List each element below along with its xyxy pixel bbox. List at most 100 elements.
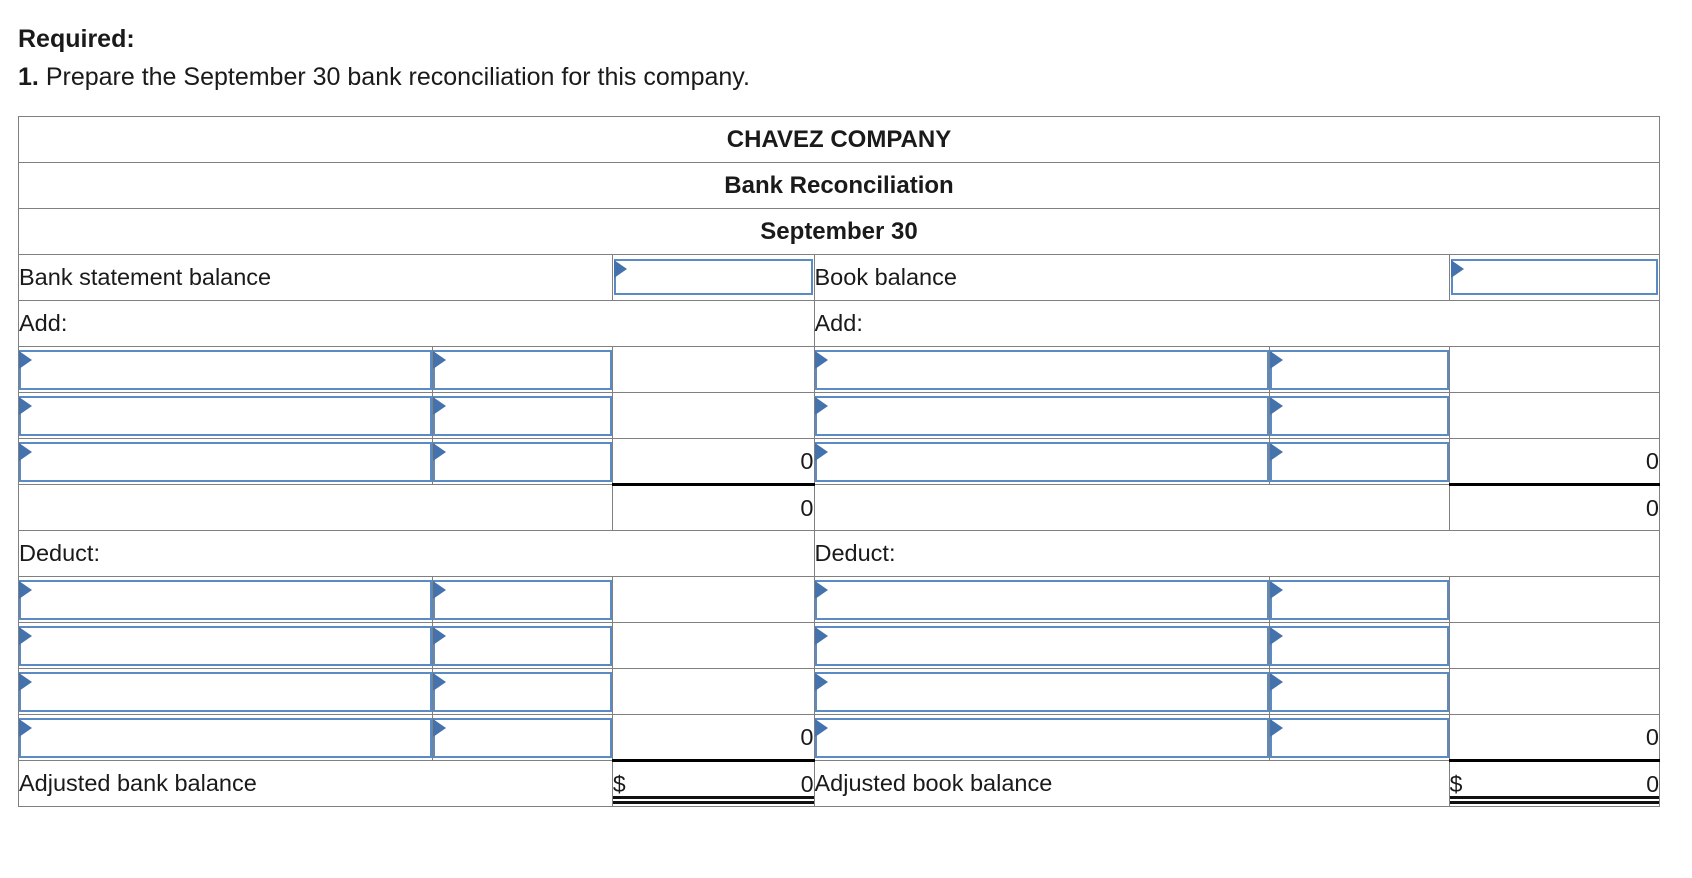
right-deduct-4-amount-input[interactable] (1269, 717, 1449, 758)
left-deduct-4-amount-input[interactable] (433, 717, 612, 758)
right-deduct-3-amount-cell[interactable] (1268, 668, 1450, 715)
left-deduct-3-desc-cell[interactable] (17, 668, 434, 715)
left-add-label: Add: (18, 300, 815, 347)
left-add-subtotal-spacer (18, 484, 613, 531)
left-deduct-2-amount-cell[interactable] (432, 622, 613, 669)
right-deduct-3-desc-cell[interactable] (813, 668, 1270, 715)
adjusted-book-balance-label: Adjusted book balance (813, 760, 1450, 807)
prompt-block: Required: 1. Prepare the September 30 ba… (0, 0, 1692, 94)
left-add-1-amount-cell[interactable] (432, 346, 613, 393)
right-deduct-1-total (1448, 576, 1661, 623)
left-deduct-1-desc-cell[interactable] (17, 576, 434, 623)
right-deduct-1-desc-cell[interactable] (813, 576, 1270, 623)
right-add-3-desc-input[interactable] (814, 441, 1269, 482)
right-deduct-4-amount-cell[interactable] (1268, 714, 1450, 761)
adjusted-book-balance-value: 0 (1646, 770, 1659, 797)
deduct-row (17, 622, 1661, 669)
left-add-1-desc-cell[interactable] (17, 346, 434, 393)
right-deduct-3-amount-input[interactable] (1269, 671, 1449, 712)
deduct-label-row: Deduct: Deduct: (18, 530, 1660, 577)
book-balance-input-cell[interactable] (1448, 254, 1661, 301)
right-deduct-3-desc-input[interactable] (814, 671, 1269, 712)
add-row: 0 0 (17, 438, 1661, 486)
right-deduct-label: Deduct: (813, 530, 1660, 577)
right-add-3-amount-cell[interactable] (1268, 438, 1450, 485)
table-header-company-row: CHAVEZ COMPANY (18, 116, 1660, 163)
right-deduct-1-amount-input[interactable] (1269, 579, 1449, 620)
right-add-1-total (1448, 346, 1661, 393)
left-deduct-3-amount-input[interactable] (433, 671, 612, 712)
left-add-3-amount-input[interactable] (433, 441, 612, 482)
right-add-2-desc-input[interactable] (814, 395, 1269, 436)
left-add-2-desc-input[interactable] (19, 395, 433, 436)
left-deduct-1-total (611, 576, 815, 623)
add-row (17, 346, 1661, 393)
left-add-1-desc-input[interactable] (19, 349, 433, 390)
right-add-2-amount-input[interactable] (1269, 395, 1449, 436)
add-row (17, 392, 1661, 439)
right-add-2-amount-cell[interactable] (1268, 392, 1450, 439)
left-add-2-amount-cell[interactable] (432, 392, 613, 439)
left-deduct-1-desc-input[interactable] (19, 579, 433, 620)
right-deduct-2-amount-cell[interactable] (1268, 622, 1450, 669)
book-balance-input[interactable] (1450, 259, 1658, 295)
adjusted-balance-row: Adjusted bank balance $ 0 Adjusted book … (18, 760, 1661, 807)
right-add-1-desc-cell[interactable] (813, 346, 1270, 393)
right-deduct-4-total: 0 (1448, 714, 1661, 762)
header-statement-title: Bank Reconciliation (18, 162, 1660, 209)
right-deduct-2-desc-cell[interactable] (813, 622, 1270, 669)
right-add-subtotal-spacer (813, 484, 1450, 531)
left-add-3-amount-cell[interactable] (432, 438, 613, 485)
right-add-3-amount-input[interactable] (1269, 441, 1449, 482)
right-add-1-amount-cell[interactable] (1268, 346, 1450, 393)
right-deduct-1-desc-input[interactable] (814, 579, 1269, 620)
left-deduct-2-desc-cell[interactable] (17, 622, 434, 669)
left-deduct-4-desc-cell[interactable] (17, 714, 434, 761)
left-deduct-label: Deduct: (18, 530, 815, 577)
left-deduct-2-desc-input[interactable] (19, 625, 433, 666)
right-deduct-1-amount-cell[interactable] (1268, 576, 1450, 623)
right-add-1-desc-input[interactable] (814, 349, 1269, 390)
adjusted-bank-balance-value-cell: $ 0 (611, 760, 815, 807)
right-deduct-4-desc-cell[interactable] (813, 714, 1270, 761)
adjusted-book-balance-value-cell: $ 0 (1448, 760, 1661, 807)
bank-statement-balance-label: Bank statement balance (18, 254, 613, 301)
adjusted-bank-balance-label: Adjusted bank balance (18, 760, 613, 807)
left-add-3-desc-cell[interactable] (17, 438, 434, 485)
adjusted-bank-balance-currency: $ (612, 770, 626, 797)
adjusted-bank-balance-value: 0 (800, 770, 814, 797)
book-balance-label: Book balance (813, 254, 1450, 301)
left-deduct-2-total (611, 622, 815, 669)
left-deduct-1-amount-cell[interactable] (432, 576, 613, 623)
left-deduct-4-total: 0 (611, 714, 815, 762)
right-deduct-4-desc-input[interactable] (814, 717, 1269, 758)
left-deduct-4-desc-input[interactable] (19, 717, 433, 758)
right-add-subtotal: 0 (1448, 484, 1661, 531)
right-add-3-desc-cell[interactable] (813, 438, 1270, 485)
right-add-1-amount-input[interactable] (1269, 349, 1449, 390)
table-header-date-row: September 30 (18, 208, 1660, 255)
left-add-1-amount-input[interactable] (433, 349, 612, 390)
left-deduct-3-desc-input[interactable] (19, 671, 433, 712)
deduct-row: 0 0 (17, 714, 1661, 762)
left-deduct-3-amount-cell[interactable] (432, 668, 613, 715)
required-label: Required: (18, 25, 135, 53)
left-add-3-desc-input[interactable] (19, 441, 433, 482)
right-add-3-total: 0 (1448, 438, 1661, 486)
bank-reconciliation-table-wrapper: CHAVEZ COMPANY Bank Reconciliation Septe… (17, 116, 1661, 807)
right-deduct-2-amount-input[interactable] (1269, 625, 1449, 666)
right-add-2-desc-cell[interactable] (813, 392, 1270, 439)
add-label-row: Add: Add: (18, 300, 1660, 347)
add-subtotal-row: 0 0 (18, 484, 1661, 531)
left-add-2-total (611, 392, 815, 439)
left-deduct-4-amount-cell[interactable] (432, 714, 613, 761)
left-deduct-1-amount-input[interactable] (433, 579, 612, 620)
left-add-2-amount-input[interactable] (433, 395, 612, 436)
right-deduct-2-total (1448, 622, 1661, 669)
left-deduct-2-amount-input[interactable] (433, 625, 612, 666)
bank-statement-balance-input-cell[interactable] (611, 254, 815, 301)
left-add-2-desc-cell[interactable] (17, 392, 434, 439)
bank-statement-balance-input[interactable] (613, 259, 813, 295)
header-company: CHAVEZ COMPANY (18, 116, 1660, 163)
right-deduct-2-desc-input[interactable] (814, 625, 1269, 666)
